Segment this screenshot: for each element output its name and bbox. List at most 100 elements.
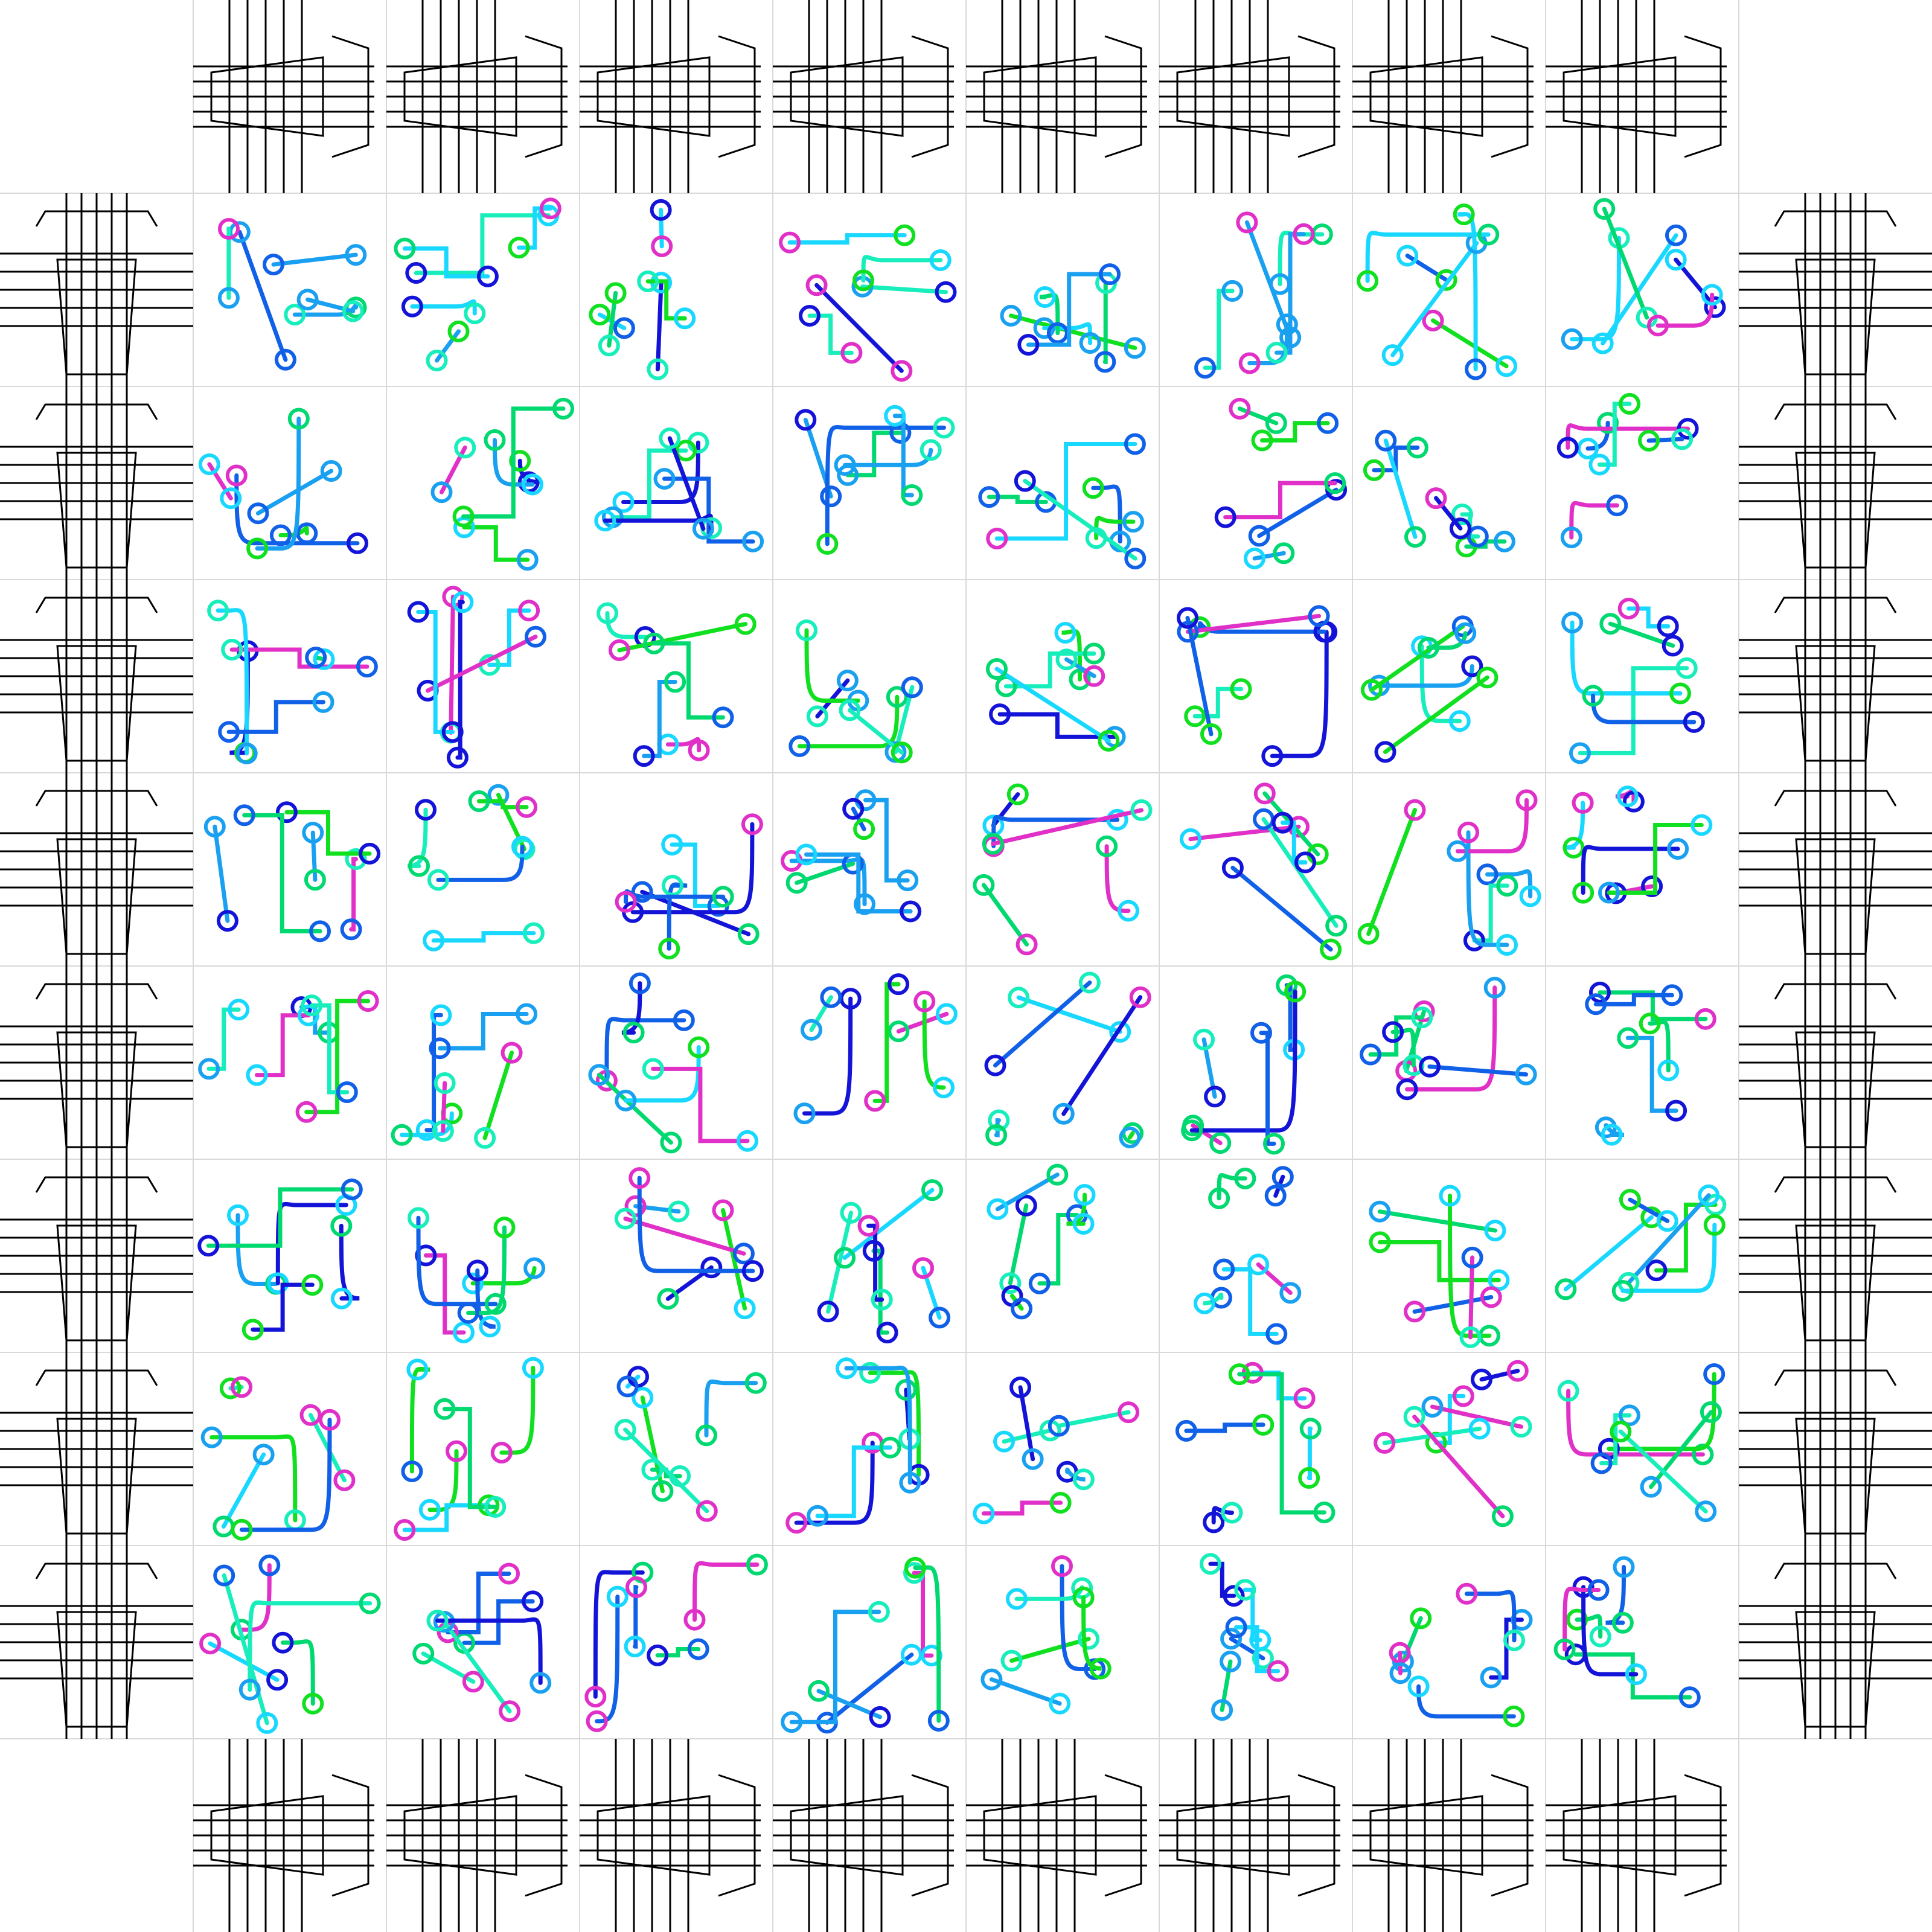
- routed-net: [1271, 811, 1316, 874]
- routed-net: [1582, 685, 1705, 733]
- net-pin-sink: [785, 1512, 808, 1534]
- net-pin-sink: [1677, 418, 1699, 440]
- io-block: [0, 1352, 193, 1546]
- net-pin-source: [1204, 1086, 1226, 1108]
- io-buffer: [1563, 1795, 1677, 1876]
- routed-net: [1403, 1406, 1514, 1527]
- routed-net: [1588, 392, 1641, 476]
- net-wire: [402, 246, 490, 279]
- net-pin-sink: [217, 287, 240, 309]
- routed-net: [1181, 980, 1307, 1142]
- io-bracket: [1684, 1774, 1722, 1897]
- routed-net: [980, 1668, 1071, 1715]
- net-pin-sink: [1389, 1662, 1412, 1684]
- io-block: [1739, 386, 1932, 580]
- net-wire: [1598, 990, 1708, 1022]
- net-pin-sink: [987, 1198, 1009, 1220]
- net-pin-source: [1129, 986, 1151, 1008]
- net-wire: [1208, 1561, 1236, 1598]
- net-wire: [981, 883, 1029, 947]
- net-pin-source: [920, 439, 942, 461]
- net-pin-source: [1483, 976, 1506, 999]
- net-pin-sink: [274, 348, 296, 371]
- net-pin-source: [493, 1217, 516, 1239]
- net-pin-sink: [1248, 525, 1270, 547]
- net-wire: [477, 799, 529, 810]
- routed-net: [1396, 245, 1457, 291]
- routed-net: [650, 199, 673, 257]
- io-block: [1546, 0, 1727, 193]
- net-pin-source: [1298, 1467, 1320, 1489]
- net-wire: [1563, 1586, 1601, 1652]
- net-pin-sink: [1017, 334, 1040, 356]
- net-pin-sink: [1656, 1210, 1678, 1232]
- net-wire: [1091, 484, 1122, 544]
- net-pin-source: [629, 1167, 651, 1189]
- routed-net: [657, 1256, 723, 1310]
- io-buffer: [1795, 645, 1876, 762]
- io-buffer: [1795, 1224, 1876, 1342]
- net-pin-sink: [418, 1499, 441, 1521]
- net-pin-source: [522, 1357, 544, 1379]
- routed-net: [429, 1003, 538, 1060]
- net-wire: [216, 608, 249, 756]
- routed-net: [586, 1585, 629, 1732]
- routed-net: [246, 408, 310, 560]
- net-pin-sink: [1221, 1502, 1243, 1524]
- net-pin-source: [408, 1207, 429, 1229]
- net-pin-source: [1320, 938, 1342, 961]
- net-pin-sink: [1194, 1292, 1215, 1314]
- routed-net: [452, 397, 574, 528]
- net-pin-sink: [1661, 984, 1683, 1006]
- net-wire: [1464, 1590, 1517, 1643]
- io-block: [386, 0, 568, 193]
- routed-net: [1001, 1285, 1033, 1320]
- net-pin-sink: [247, 502, 269, 525]
- routed-net: [1463, 875, 1518, 952]
- net-pin-source: [584, 1686, 607, 1708]
- net-pin-sink: [788, 735, 811, 757]
- routed-net: [1017, 263, 1121, 356]
- net-pin-source: [1617, 598, 1640, 619]
- net-wire: [1009, 313, 1137, 350]
- net-pin-source: [588, 1064, 610, 1086]
- net-wire: [1081, 1595, 1103, 1671]
- net-wire: [797, 694, 900, 749]
- net-pin-source: [1585, 993, 1607, 1016]
- routed-net: [1221, 857, 1342, 961]
- routed-net: [415, 1004, 452, 1141]
- io-block: [193, 1739, 374, 1932]
- net-pin-sink: [985, 1124, 1008, 1146]
- io-bracket: [35, 210, 158, 227]
- net-pin-source: [220, 487, 242, 510]
- net-pin-source: [1493, 530, 1515, 552]
- net-pin-source: [1051, 1555, 1073, 1577]
- routed-net: [1253, 808, 1348, 937]
- routed-net: [1211, 1651, 1241, 1721]
- net-wire: [251, 1282, 315, 1332]
- net-wire: [843, 447, 933, 467]
- net-pin-source: [1083, 642, 1105, 665]
- net-pin-sink: [301, 994, 323, 1017]
- net-pin-source: [319, 1409, 341, 1431]
- net-pin-source: [199, 1633, 222, 1655]
- net-wire: [1434, 1393, 1466, 1445]
- net-wire: [1383, 675, 1489, 754]
- net-pin-source: [1591, 332, 1614, 354]
- net-pin-sink: [284, 304, 306, 326]
- io-buffer: [1369, 56, 1483, 137]
- routed-net: [973, 874, 1038, 956]
- routed-net: [647, 1638, 709, 1666]
- net-pin-sink: [712, 706, 734, 729]
- net-pin-source: [597, 602, 618, 624]
- net-pin-sink: [973, 874, 995, 896]
- net-pin-sink: [312, 691, 334, 713]
- routed-net: [1251, 412, 1339, 452]
- net-wire: [1064, 657, 1096, 679]
- net-wire: [1237, 1372, 1326, 1515]
- net-pin-source: [842, 798, 865, 820]
- net-pin-source: [614, 1208, 636, 1230]
- net-pin-source: [891, 360, 913, 382]
- routed-net: [423, 922, 545, 952]
- net-pin-sink: [203, 816, 226, 838]
